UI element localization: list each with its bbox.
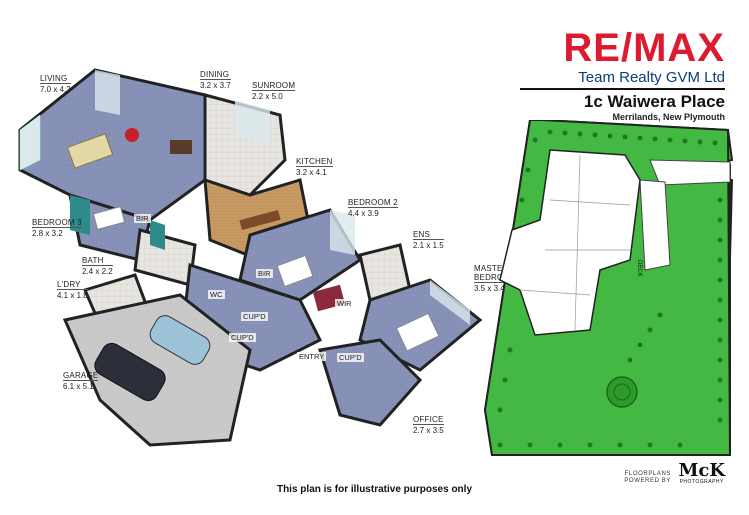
property-address: 1c Waiwera Place <box>583 92 725 111</box>
floorplan-3d-illustration <box>18 68 483 447</box>
room-label-laundry: L'DRY 4.1 x 1.8 <box>57 280 88 300</box>
room-label-kitchen: KITCHEN 3.2 x 4.1 <box>296 157 333 177</box>
tag-cupd-2: CUP'D <box>229 333 256 342</box>
room-label-living: LIVING 7.0 x 4.2 <box>40 74 71 94</box>
tag-wc: WC <box>208 290 225 299</box>
room-label-ens: ENS 2.1 x 1.5 <box>413 230 444 250</box>
room-label-bedroom-3: BEDROOM 3 2.8 x 3.2 <box>32 218 82 238</box>
tag-bir-1: BIR <box>134 214 151 223</box>
deck-label: DECK <box>636 260 642 277</box>
room-label-sunroom: SUNROOM 2.2 x 5.0 <box>252 81 296 101</box>
floorplan-credit: FLOORPLANS POWERED BY McK PHOTOGRAPHY <box>624 460 725 486</box>
tag-bir-2: BIR <box>256 269 273 278</box>
credit-line-2: POWERED BY <box>624 478 672 484</box>
disclaimer-text: This plan is for illustrative purposes o… <box>276 484 473 495</box>
agency-name: Team Realty GVM Ltd <box>578 69 725 86</box>
remax-logo: RE/MAX <box>563 26 725 70</box>
room-label-bedroom-2: BEDROOM 2 4.4 x 3.9 <box>348 198 398 218</box>
tag-wir: WIR <box>335 299 354 308</box>
address-block: 1c Waiwera Place Merrilands, New Plymout… <box>520 88 725 123</box>
room-label-dining: DINING 3.2 x 3.7 <box>200 70 231 90</box>
room-label-office: OFFICE 2.7 x 3.5 <box>413 415 444 435</box>
mck-logo: McK <box>678 460 725 481</box>
property-suburb: Merrilands, New Plymouth <box>612 112 725 122</box>
room-label-bath: BATH 2.4 x 2.2 <box>82 256 113 276</box>
tag-cupd-1: CUP'D <box>241 312 268 321</box>
tag-entry: ENTRY <box>297 352 327 361</box>
tag-cupd-3: CUP'D <box>337 353 364 362</box>
credit-line-1: FLOORPLANS <box>624 471 672 477</box>
room-label-garage: GARAGE 6.1 x 5.1 <box>63 371 99 391</box>
site-plan: DECK <box>483 120 734 456</box>
mck-subtitle: PHOTOGRAPHY <box>679 479 724 485</box>
room-label-master-bedroom: MASTER BEDROOM 3.5 x 3.4 <box>474 264 517 293</box>
brand-block: RE/MAX Team Realty GVM Ltd <box>525 28 725 87</box>
